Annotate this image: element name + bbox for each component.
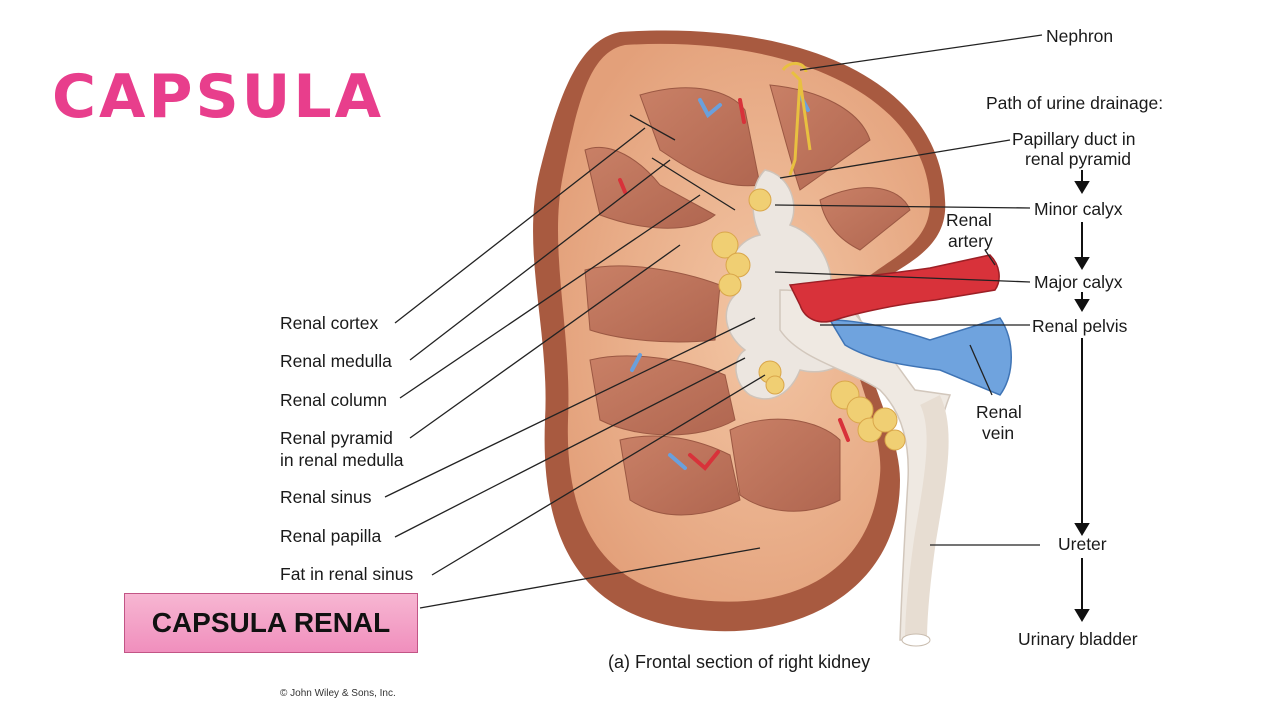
label-renal-cortex: Renal cortex bbox=[280, 313, 379, 333]
label-renal-sinus: Renal sinus bbox=[280, 487, 372, 507]
copyright-notice: © John Wiley & Sons, Inc. bbox=[280, 688, 396, 699]
label-nephron: Nephron bbox=[1046, 26, 1114, 46]
label-papillary-duct-line2: renal pyramid bbox=[1025, 149, 1132, 169]
label-renal-pelvis: Renal pelvis bbox=[1032, 316, 1128, 336]
label-fat-in-renal-sinus: Fat in renal sinus bbox=[280, 564, 414, 584]
label-renal-vein: Renal bbox=[976, 402, 1022, 422]
label-renal-artery: Renal bbox=[946, 210, 992, 230]
renal-pyramids bbox=[584, 84, 911, 516]
label-ureter: Ureter bbox=[1058, 534, 1107, 554]
capsula-renal-label: CAPSULA RENAL bbox=[124, 593, 418, 653]
label-renal-pyramid-line2: in renal medulla bbox=[280, 450, 404, 470]
label-path-heading: Path of urine drainage: bbox=[986, 93, 1164, 113]
leader-lines bbox=[384, 34, 1043, 609]
label-papillary-duct: Papillary duct in bbox=[1012, 129, 1136, 149]
label-renal-pyramid: Renal pyramid bbox=[280, 428, 393, 448]
label-renal-medulla: Renal medulla bbox=[280, 351, 392, 371]
label-minor-calyx: Minor calyx bbox=[1034, 199, 1123, 219]
label-major-calyx: Major calyx bbox=[1034, 272, 1123, 292]
ureter bbox=[905, 395, 949, 641]
label-renal-column: Renal column bbox=[280, 390, 387, 410]
slide-title: CAPSULA bbox=[52, 62, 385, 132]
small-vessels bbox=[618, 93, 850, 471]
label-urinary-bladder: Urinary bladder bbox=[1018, 629, 1138, 649]
label-renal-artery-line2: artery bbox=[948, 231, 993, 251]
urine-path-arrows bbox=[1074, 170, 1090, 622]
renal-vein bbox=[828, 317, 1012, 396]
diagram-caption: (a) Frontal section of right kidney bbox=[608, 652, 871, 672]
sinus-fat bbox=[711, 188, 906, 451]
label-renal-papilla: Renal papilla bbox=[280, 526, 382, 546]
label-renal-vein-line2: vein bbox=[982, 423, 1015, 443]
